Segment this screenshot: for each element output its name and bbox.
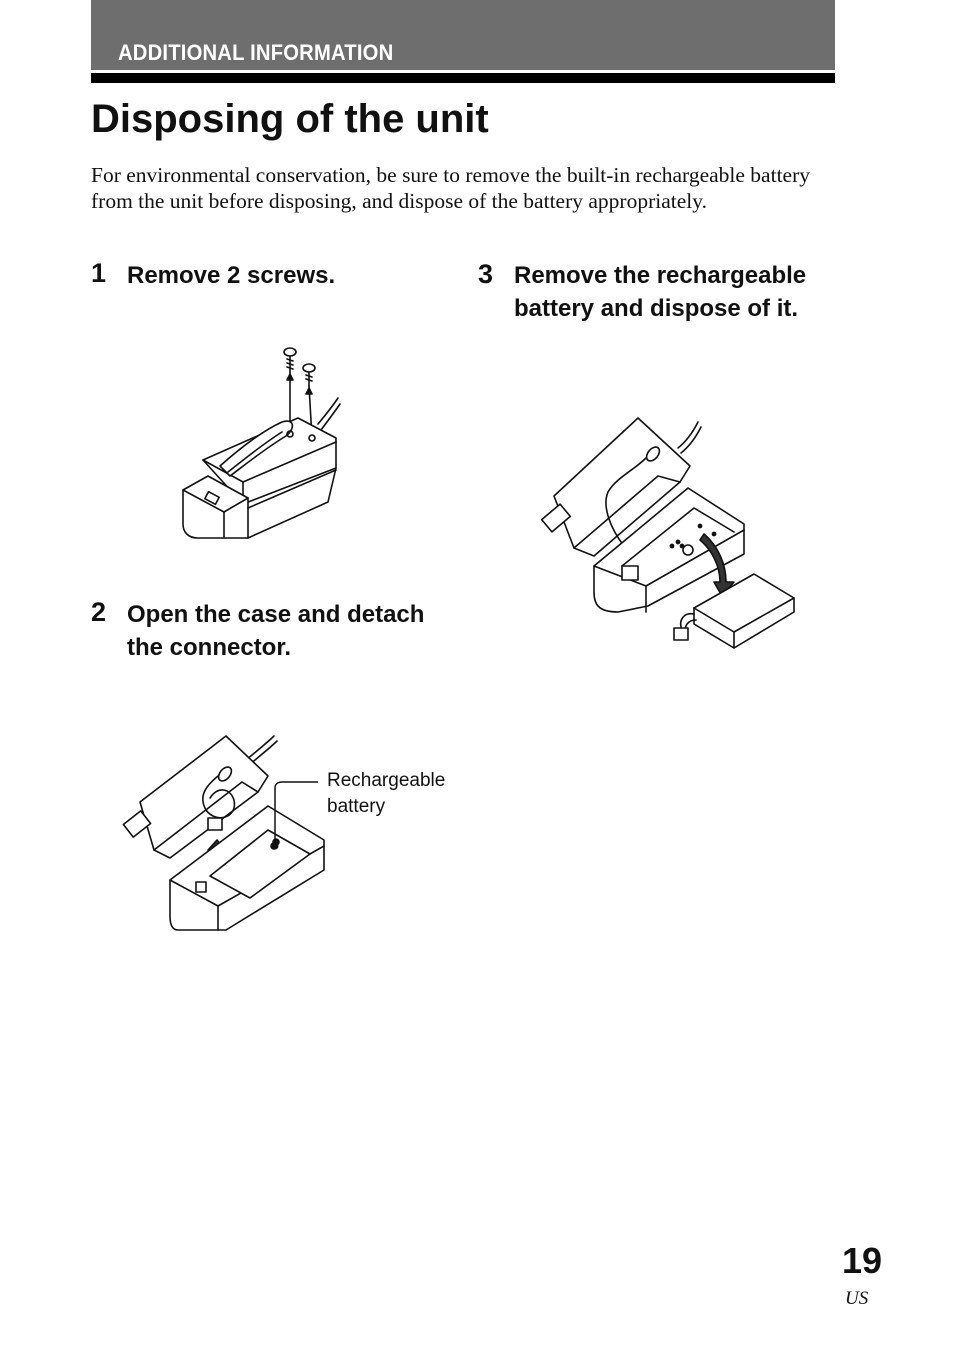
rechargeable-battery-callout: Rechargeable battery xyxy=(327,770,446,817)
step-2-number: 2 xyxy=(91,597,107,627)
step-1-number: 1 xyxy=(91,258,107,288)
region-code: US xyxy=(845,1288,869,1309)
figure-detach-connector xyxy=(118,730,330,932)
section-header-rule xyxy=(91,73,835,83)
section-label: ADDITIONAL INFORMATION xyxy=(118,40,394,65)
screw-icon xyxy=(303,364,315,438)
screw-icon xyxy=(284,348,296,434)
intro-paragraph: For environmental conservation, be sure … xyxy=(91,163,811,213)
page-number: 19 xyxy=(842,1240,883,1281)
step-1-text: Remove 2 screws. xyxy=(127,262,336,289)
section-header-bar xyxy=(91,0,835,70)
step-2-text: Open the case and detach the connector. xyxy=(127,601,425,661)
page-title: Disposing of the unit xyxy=(91,97,489,141)
figure-remove-screws xyxy=(178,342,343,540)
step-3-text: Remove the rechargeable battery and disp… xyxy=(514,262,807,322)
figure-remove-battery xyxy=(538,416,800,652)
step-3-number: 3 xyxy=(478,259,494,289)
